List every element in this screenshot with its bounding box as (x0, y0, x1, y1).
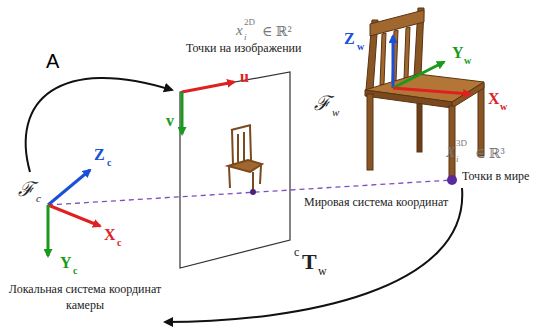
u-axis (182, 82, 234, 92)
transform-symbol: T (302, 250, 317, 274)
chair-in-image (228, 125, 262, 192)
subscript: w (464, 55, 471, 66)
frame-symbol: ℱ (18, 178, 34, 200)
image-point (250, 189, 256, 195)
axis-label: Z (94, 146, 105, 164)
axis-label: X (104, 226, 116, 244)
axis-label: v (166, 112, 174, 130)
axis-label: Y (60, 254, 72, 272)
caption-label: Локальная система координат камеры (0, 282, 170, 313)
chair-3d (365, 8, 484, 178)
subscript: w (318, 265, 327, 278)
world-point (447, 175, 457, 185)
subscript: c (107, 157, 111, 168)
math-set: ∈ ℝ² (262, 24, 292, 39)
yc-axis (47, 205, 50, 256)
zc-axis (48, 170, 90, 205)
yw-axis (393, 62, 444, 88)
caption-label: Точки в мире (462, 170, 529, 183)
axis-label: X (488, 90, 500, 108)
axis-label: Z (344, 30, 355, 48)
frame-symbol: ℱ (314, 92, 330, 114)
math-set: ∈ ℝ³ (475, 146, 505, 161)
subscript: c (117, 237, 121, 248)
zw-axis (392, 36, 395, 88)
v-axis (181, 92, 184, 134)
subscript: w (332, 106, 339, 118)
xw-axis (393, 88, 470, 94)
subscript: c (36, 192, 41, 204)
subscript: w (500, 101, 507, 112)
caption-label: Точки на изображении (186, 42, 301, 55)
caption-label: Мировая система координат (304, 196, 448, 209)
axis-label: Y (452, 44, 464, 62)
subscript: w (357, 41, 364, 52)
math-symbol: x (236, 22, 243, 39)
projection-arc (26, 78, 172, 172)
axis-label: u (240, 68, 249, 86)
superscript: c (294, 246, 299, 259)
math-symbol: X (446, 144, 455, 161)
superscript: 2D (244, 18, 255, 28)
superscript: 3D (456, 139, 467, 149)
subscript: c (73, 265, 77, 276)
matrix-name: A (46, 50, 59, 72)
xc-axis (48, 205, 100, 226)
image-plane (180, 72, 290, 268)
subscript: i (456, 155, 459, 165)
